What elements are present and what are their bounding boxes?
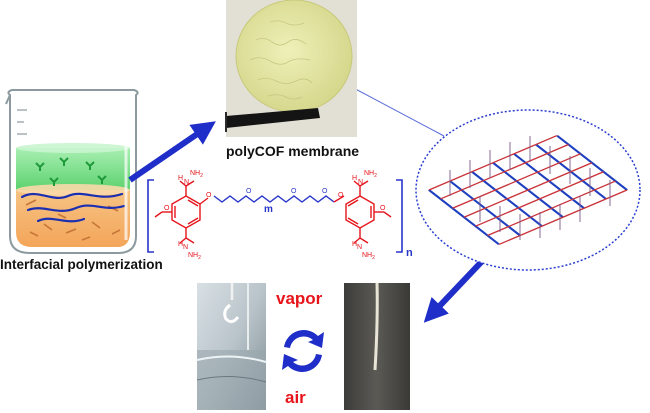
arrow-to-membrane (128, 121, 216, 183)
polymer-brackets (147, 179, 403, 253)
chemical-structure: n NH2 N H N H NH2 (147, 170, 413, 261)
atom-n-top-left: N (184, 179, 189, 186)
atom-h-top-right: H (352, 175, 357, 182)
label-polycof-membrane: polyCOF membrane (226, 143, 360, 159)
cof-lattice-zoom (415, 109, 641, 271)
atom-h-bottom-right: H (352, 241, 357, 248)
atom-nh2-top-right: NH2 (364, 170, 377, 179)
tweezer (226, 108, 320, 128)
beaker (5, 89, 139, 254)
label-vapor: vapor (276, 289, 323, 308)
atom-nh2-bottom-left: NH2 (188, 252, 201, 261)
label-air: air (285, 388, 306, 407)
membrane-photo (225, 0, 357, 137)
curled-membrane (223, 303, 240, 324)
atom-o-right-end: O (380, 205, 386, 212)
atom-n-bottom-left: N (183, 244, 188, 251)
atom-nh2-top-left: NH2 (190, 170, 203, 179)
aqueous-phase (16, 148, 130, 190)
photo-in-water (196, 283, 267, 410)
straight-membrane (373, 282, 379, 371)
subscript-n: n (406, 247, 413, 259)
oligomer-rods (25, 199, 121, 241)
atom-h-top-left: H (178, 175, 183, 182)
peg-chain (213, 195, 335, 203)
atom-o-right-ring: O (338, 192, 344, 199)
atom-n-bottom-right: N (357, 244, 362, 251)
atom-o-peg-3: O (322, 188, 328, 195)
atom-n-top-right: N (358, 179, 363, 186)
atom-o-left-ring: O (206, 192, 212, 199)
monomer-markers (35, 157, 107, 186)
photo-in-air (344, 282, 410, 410)
cof-lattice (427, 135, 629, 245)
benzene-ring-left (171, 195, 201, 229)
organic-phase (16, 190, 130, 247)
cycle-arrows (282, 330, 324, 372)
zoom-connector (345, 83, 445, 137)
atom-o-peg-2: O (291, 188, 297, 195)
beaker-glass (7, 89, 139, 254)
atom-o-peg-1: O (246, 188, 252, 195)
atom-nh2-bottom-right: NH2 (362, 252, 375, 261)
subscript-m: m (264, 204, 273, 215)
atom-h-bottom-left: H (178, 241, 183, 248)
atom-o-left-end: O (164, 205, 170, 212)
benzene-ring-right (345, 195, 375, 229)
label-interfacial-polymerization: Interfacial polymerization (0, 257, 163, 272)
polymer-chains (20, 192, 126, 223)
membrane-disc (235, 0, 353, 113)
